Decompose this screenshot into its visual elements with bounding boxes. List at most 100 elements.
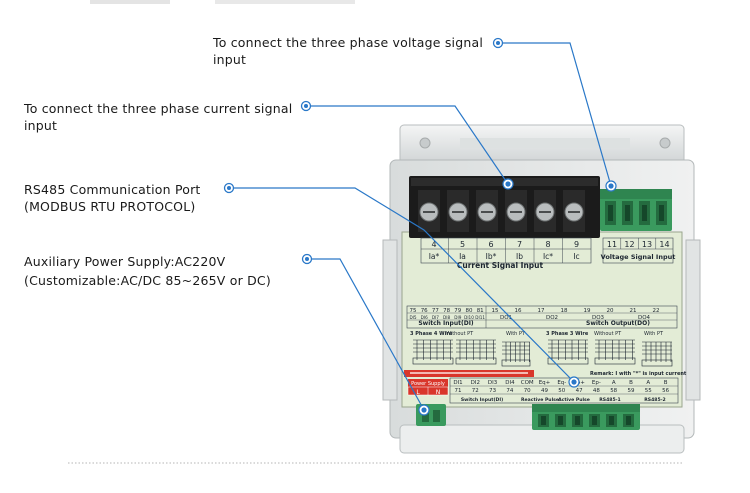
wiring-terminal-row: [412, 357, 454, 365]
switch-output-number: 15: [492, 308, 499, 314]
bottom-table-title: Active Pulse: [558, 397, 590, 403]
switch-output-label: DO4: [638, 315, 651, 321]
current-terminal-label: Ia*: [429, 252, 440, 261]
voltage-terminal-number: 13: [642, 240, 652, 249]
switch-input-number: 77: [432, 308, 439, 314]
dot-rs485: [223, 182, 235, 194]
top-blur-1: [90, 0, 170, 4]
wiring-left-a: 3 Phase 4 Wire: [410, 331, 453, 337]
leader-power: [307, 258, 425, 411]
switch-output-label: DO1: [500, 315, 512, 321]
top-blur-2: [215, 0, 355, 4]
voltage-pin-slot: [625, 205, 630, 221]
current-terminal-number: 8: [545, 240, 550, 249]
current-terminal-number: 7: [517, 240, 522, 249]
wiring-diagrams: 3 Phase 4 Wire Without PT With PT 3 Phas…: [410, 331, 687, 377]
current-terminal-label: Ib*: [486, 252, 497, 261]
wiring-right-c: With PT: [644, 331, 664, 337]
leader-current: [306, 105, 509, 185]
wiring-terminal-row: [501, 359, 531, 367]
bottom-terminal-number: 49: [541, 388, 548, 394]
voltage-terminal-block: [600, 189, 672, 231]
bottom-terminal-pins: [538, 414, 634, 427]
power-supply-label: Power Supply L N: [407, 379, 449, 396]
bottom-pin-slot: [592, 416, 597, 425]
callout-voltage-line1: To connect the three phase voltage signa…: [213, 35, 484, 50]
switch-output-number: 20: [607, 308, 614, 314]
switch-output-number: 16: [515, 308, 522, 314]
power-term-l: L: [416, 389, 420, 396]
dot-power-end: [418, 404, 430, 416]
switch-table-frame: [406, 305, 678, 329]
wiring-left-c: With PT: [506, 331, 526, 337]
dot-current: [300, 100, 312, 112]
wiring-right-b: Without PT: [594, 331, 622, 337]
bottom-terminal-label: A: [612, 380, 616, 386]
power-term-n: N: [436, 389, 441, 396]
switch-input-number: 80: [466, 308, 473, 314]
dot-voltage: [492, 37, 504, 49]
wiring-terminal-row: [547, 357, 589, 365]
current-terminal-label: Ia: [459, 252, 466, 261]
callout-rs485-line1: RS485 Communication Port: [24, 182, 201, 197]
bottom-terminal-number: 58: [610, 388, 617, 394]
bottom-terminal-number: 50: [558, 388, 565, 394]
wiring-terminal-row: [594, 357, 636, 365]
bottom-terminal-label: Eq-: [557, 380, 566, 386]
callout-power-line2: (Customizable:AC/DC 85~265V or DC): [24, 273, 271, 288]
bottom-terminal-number: 71: [455, 388, 462, 394]
bottom-terminal-label: DI3: [488, 380, 498, 386]
bottom-table-title: Reactive Pulse: [521, 397, 559, 403]
callout-rs485: RS485 Communication Port (MODBUS RTU PRO…: [24, 181, 201, 215]
current-terminal-label: Ib: [516, 252, 523, 261]
voltage-terminal-number: 12: [624, 240, 634, 249]
switch-input-number: 78: [443, 308, 450, 314]
switch-output-label: DO2: [546, 315, 558, 321]
voltage-terminal-number: 11: [607, 240, 617, 249]
power-supply-text: Power Supply: [411, 381, 445, 387]
callout-power-line1: Auxiliary Power Supply:AC220V: [24, 254, 226, 269]
switch-output-number: 19: [584, 308, 591, 314]
bottom-terminal-label: DI4: [505, 380, 515, 386]
screw-left: [419, 137, 431, 149]
leader-voltage: [498, 42, 612, 187]
voltage-table-frame: [602, 237, 674, 264]
bottom-terminal-number: 72: [472, 388, 479, 394]
switch-input-number: 81: [477, 308, 484, 314]
bottom-table-title: Switch Input(DI): [461, 397, 503, 403]
bottom-terminal-number: 56: [662, 388, 669, 394]
bottom-terminal-label: A: [646, 380, 650, 386]
bottom-pin-slot: [558, 416, 563, 425]
switch-output-number: 22: [653, 308, 660, 314]
callout-rs485-line2: (MODBUS RTU PROTOCOL): [24, 199, 196, 214]
wiring-left-b: Without PT: [446, 331, 474, 337]
switch-input-label: DI5: [409, 315, 416, 320]
voltage-terminal-number: 14: [659, 240, 669, 249]
bottom-pin-slot: [626, 416, 631, 425]
voltage-pin-slot: [608, 205, 613, 221]
voltage-pin-slot: [659, 205, 664, 221]
current-terminal-screws: [418, 190, 585, 232]
leader-dots: [223, 37, 617, 416]
wiring-right-a: 3 Phase 3 Wire: [546, 331, 589, 337]
bottom-terminal-number: 47: [576, 388, 583, 394]
switch-input-title: Switch Input(DI): [418, 320, 474, 327]
current-terminal-number: 4: [431, 240, 436, 249]
switch-input-label: DI11: [475, 315, 485, 320]
wiring-remark: Remark: I with "*" is input current: [590, 371, 687, 377]
bottom-terminal-number: 73: [489, 388, 496, 394]
bottom-terminal-label: B: [629, 380, 633, 386]
bottom-terminal-number: 48: [593, 388, 600, 394]
dot-current-end: [502, 178, 514, 190]
current-signal-title: Current Signal Input: [457, 261, 544, 270]
dot-power: [301, 253, 313, 265]
current-terminal-number: 6: [488, 240, 493, 249]
current-terminal-number: 5: [460, 240, 465, 249]
bottom-pin-slot: [541, 416, 546, 425]
bottom-terminal-number: 55: [645, 388, 652, 394]
bottom-table-title: RS485-2: [644, 397, 666, 403]
current-terminal-number: 9: [574, 240, 579, 249]
voltage-pin-slot: [642, 205, 647, 221]
screw-right: [659, 137, 671, 149]
